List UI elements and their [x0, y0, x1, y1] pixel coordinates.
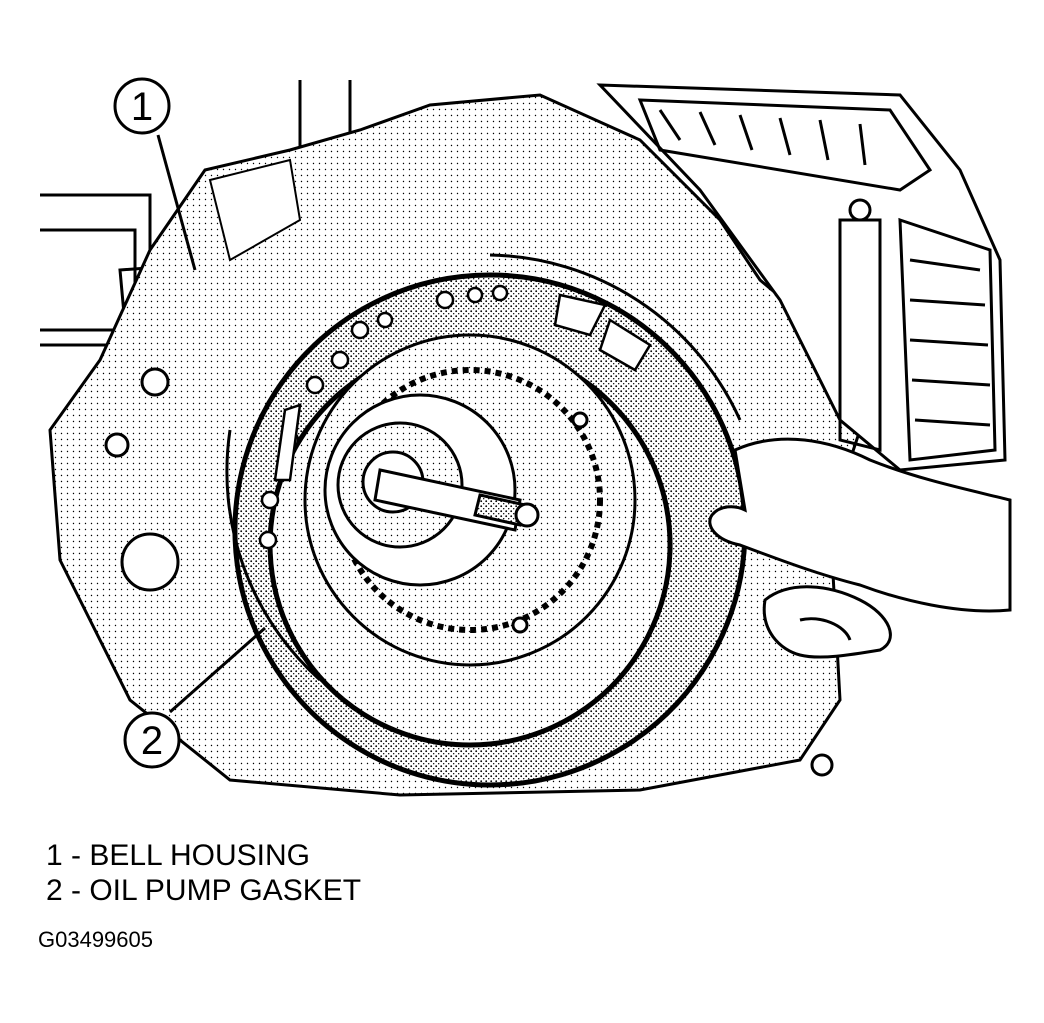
oil-pump-gasket	[232, 272, 748, 788]
technician-hands	[708, 437, 1012, 659]
legend-item-bell-housing: 1 - BELL HOUSING	[46, 839, 310, 872]
callout-1-number: 1	[131, 85, 153, 129]
transmission-illustration: 1 2	[40, 77, 1012, 797]
callout-2-number: 2	[141, 719, 163, 763]
callout-1: 1	[113, 77, 171, 135]
legend-item-oil-pump-gasket: 2 - OIL PUMP GASKET	[46, 874, 362, 907]
legend: 1 - BELL HOUSING 2 - OIL PUMP GASKET	[46, 838, 361, 908]
leader-line-2	[169, 626, 266, 714]
leader-line-1	[156, 134, 197, 271]
leader-lines	[156, 134, 266, 714]
pump-flange	[225, 253, 742, 682]
transmission-case	[596, 83, 1007, 472]
callout-2: 2	[123, 711, 181, 769]
figure-id: G03499605	[38, 927, 153, 952]
input-shaft	[373, 468, 540, 532]
